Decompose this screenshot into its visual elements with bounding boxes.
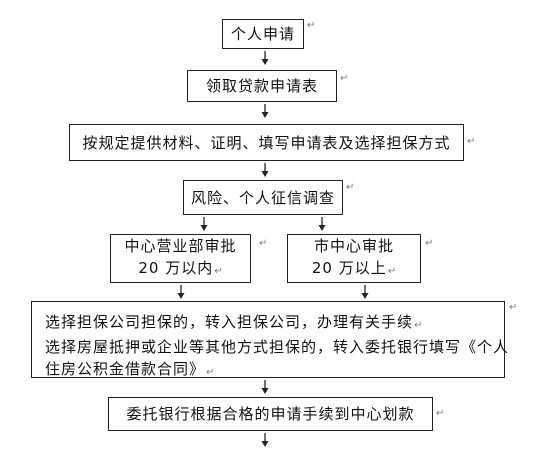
branch-left-line2: 20 万以内 [138,259,214,277]
step-bank-disbursement: 委托银行根据合格的申请手续到中心划款 [108,397,433,431]
branch-left-line1: 中心营业部审批 [124,237,237,255]
return-mark-icon: ↵ [259,238,268,249]
step-personal-application: 个人申请 [222,19,304,49]
arrow-down-icon [318,217,326,231]
branch-right-line2: 20 万以上 [311,259,387,277]
step-get-loan-form-label: 领取贷款申请表 [205,77,318,95]
arrow-down-icon [261,163,269,177]
arrow-down-icon [177,285,185,299]
return-mark-icon: ↵ [467,136,476,147]
return-mark-icon: ↵ [387,266,397,277]
return-mark-icon: ↵ [346,182,355,193]
step-risk-credit-check-label: 风险、个人征信调查 [190,188,335,207]
step-submit-materials-label: 按规定提供材料、证明、填写申请表及选择担保方式 [82,133,451,152]
guarantee-line-3: 住房公积金借款合同》↵ [45,358,494,383]
arrow-down-icon [361,285,369,299]
step-bank-disbursement-label: 委托银行根据合格的申请手续到中心划款 [126,405,415,423]
guarantee-line-2: 选择房屋抵押或企业等其他方式担保的，转入委托银行填写《个人 [45,338,510,356]
return-mark-icon: ↵ [436,408,445,419]
arrow-down-icon [261,104,269,118]
return-mark-icon: ↵ [509,302,518,313]
step-submit-materials: 按规定提供材料、证明、填写申请表及选择担保方式 [69,124,464,161]
guarantee-line-1: 选择担保公司担保的，转入担保公司，办理有关手续↵ [45,311,494,336]
branch-left-line2-row: 20 万以内↵ [138,257,222,282]
return-mark-icon: ↵ [307,20,316,31]
guarantee-line-1-text: 选择担保公司担保的，转入担保公司，办理有关手续 [45,313,414,331]
branch-right-line2-row: 20 万以上↵ [312,257,396,282]
return-mark-icon: ↵ [206,367,215,378]
arrow-down-icon [261,380,269,394]
arrow-down-icon [261,51,269,65]
return-mark-icon: ↵ [414,320,423,331]
step-risk-credit-check: 风险、个人征信调查 [183,180,343,215]
arrow-down-icon [200,217,208,231]
branch-right-line1: 市中心审批 [313,237,394,255]
return-mark-icon: ↵ [425,238,434,249]
return-mark-icon: ↵ [214,266,223,277]
step-city-center-approval: 市中心审批 20 万以上↵ [287,234,421,283]
arrow-down-icon [261,433,269,447]
return-mark-icon: ↵ [340,73,349,84]
step-guarantee-method: 选择担保公司担保的，转入担保公司，办理有关手续↵ 选择房屋抵押或企业等其他方式担… [31,301,510,378]
step-branch-office-approval: 中心营业部审批 20 万以内↵ [110,234,251,283]
guarantee-line-3-text: 住房公积金借款合同》 [45,360,206,378]
step-personal-application-label: 个人申请 [230,25,295,43]
step-get-loan-form: 领取贷款申请表 [187,70,337,102]
